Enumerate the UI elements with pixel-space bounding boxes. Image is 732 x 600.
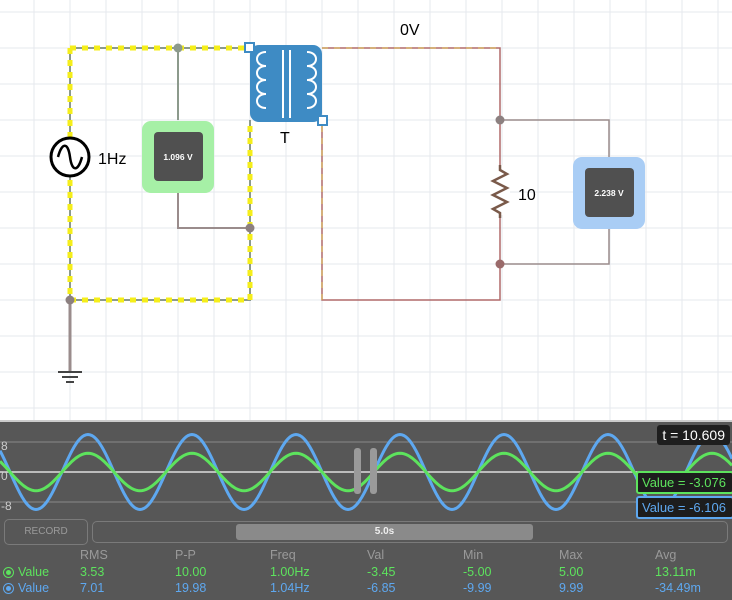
ac-source[interactable]: [49, 136, 91, 178]
trace-select-radio[interactable]: [3, 567, 14, 578]
stats-value: 3.53: [80, 565, 105, 579]
source-frequency-label: 1Hz: [98, 151, 126, 168]
trace-name: Value: [18, 565, 50, 579]
voltmeter-1-reading: 1.096 V: [163, 152, 193, 162]
stats-header: Freq: [270, 548, 296, 562]
node[interactable]: [65, 295, 75, 305]
stats-value: 19.98: [175, 581, 207, 595]
stats-header: Val: [367, 548, 385, 562]
timespan-slider-thumb[interactable]: 5.0s: [236, 524, 533, 540]
scope-plot[interactable]: 8 0 -8: [0, 422, 732, 520]
stats-value: 10.00: [175, 565, 207, 579]
transformer-handle[interactable]: [244, 42, 255, 53]
circuit-canvas[interactable]: 1Hz 1.096 V 10 0V T 2.238 V: [0, 0, 732, 420]
stats-value: -34.49m: [655, 581, 701, 595]
trace-2: [0, 432, 732, 512]
axis-label: 0: [1, 469, 8, 483]
stats-header: Max: [559, 548, 583, 562]
primary-wires[interactable]: [67, 45, 253, 372]
node[interactable]: [495, 259, 505, 269]
voltmeter-2-reading: 2.238 V: [594, 188, 624, 198]
record-button[interactable]: RECORD: [4, 519, 88, 545]
trace-2-value: Value = -6.106: [636, 496, 732, 519]
stats-value: -3.45: [367, 565, 396, 579]
transformer-handle[interactable]: [317, 115, 328, 126]
stats-header: RMS: [80, 548, 108, 562]
trace-1-value: Value = -3.076: [636, 471, 732, 494]
axis-label: -8: [1, 499, 12, 513]
trace-1: [0, 451, 732, 493]
axis-label: 8: [1, 439, 8, 453]
transformer-label: T: [280, 130, 290, 147]
voltage-label: 0V: [400, 22, 420, 39]
stats-value: 1.04Hz: [270, 581, 310, 595]
stats-value: 7.01: [80, 581, 105, 595]
stats-value: 13.11m: [655, 565, 696, 579]
stats-value: 5.00: [559, 565, 584, 579]
trace-name: Value: [18, 581, 50, 595]
secondary-wires[interactable]: [321, 47, 610, 301]
resistor-label: 10: [518, 187, 536, 204]
stats-header: Avg: [655, 548, 677, 562]
timespan-slider[interactable]: 5.0s: [92, 521, 728, 543]
time-label: t = 10.609: [657, 425, 730, 445]
transformer[interactable]: [244, 42, 328, 126]
stats-value: -9.99: [463, 581, 492, 595]
stats-value: -5.00: [463, 565, 492, 579]
pause-icon[interactable]: [354, 448, 377, 494]
resistor[interactable]: [490, 165, 510, 218]
stats-value: 9.99: [559, 581, 584, 595]
ground-symbol[interactable]: [58, 371, 82, 383]
voltmeter-2[interactable]: 2.238 V: [573, 157, 645, 229]
stats-header: Min: [463, 548, 484, 562]
stats-value: -6.85: [367, 581, 396, 595]
node[interactable]: [245, 223, 255, 233]
node[interactable]: [495, 115, 505, 125]
node[interactable]: [173, 43, 183, 53]
grid: [0, 0, 732, 420]
stats-value: 1.00Hz: [270, 565, 310, 579]
trace-select-radio[interactable]: [3, 583, 14, 594]
stats-header: P-P: [175, 548, 196, 562]
voltmeter-1[interactable]: 1.096 V: [142, 121, 214, 193]
scope-panel: 8 0 -8 t = 10.609 Value = -3.076 Value =…: [0, 420, 732, 600]
